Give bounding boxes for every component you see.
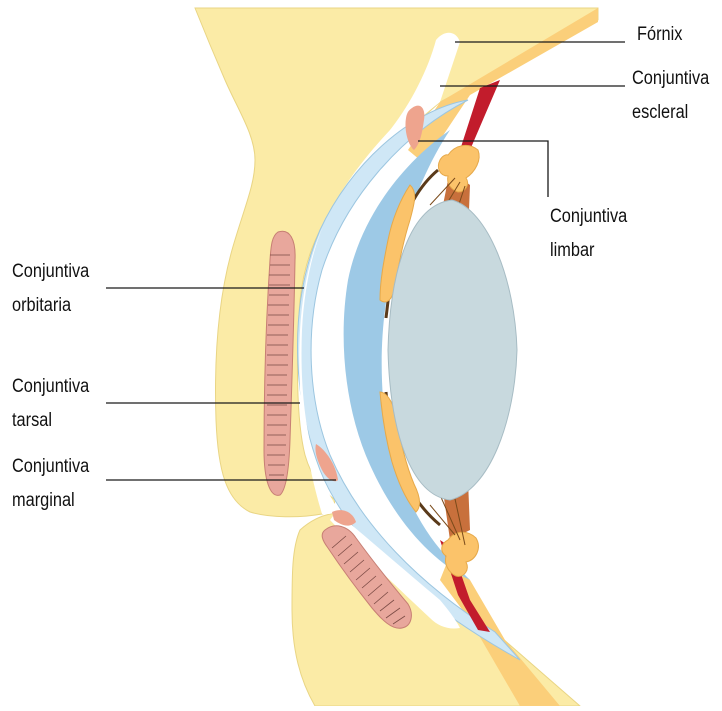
label-orbitaria-line1: Conjuntiva	[12, 257, 89, 286]
label-marginal-line2: marginal	[12, 486, 75, 515]
lens	[388, 200, 517, 500]
ciliary-processes-upper	[438, 145, 479, 192]
label-escleral-line2: escleral	[632, 98, 688, 127]
label-orbitaria-line2: orbitaria	[12, 291, 71, 320]
label-escleral-line1: Conjuntiva	[632, 64, 709, 93]
label-fornix: Fórnix	[637, 20, 682, 49]
label-tarsal-line1: Conjuntiva	[12, 372, 89, 401]
label-marginal-line1: Conjuntiva	[12, 452, 89, 481]
label-tarsal-line2: tarsal	[12, 406, 52, 435]
label-limbar-line2: limbar	[550, 236, 594, 265]
label-limbar-line1: Conjuntiva	[550, 202, 627, 231]
